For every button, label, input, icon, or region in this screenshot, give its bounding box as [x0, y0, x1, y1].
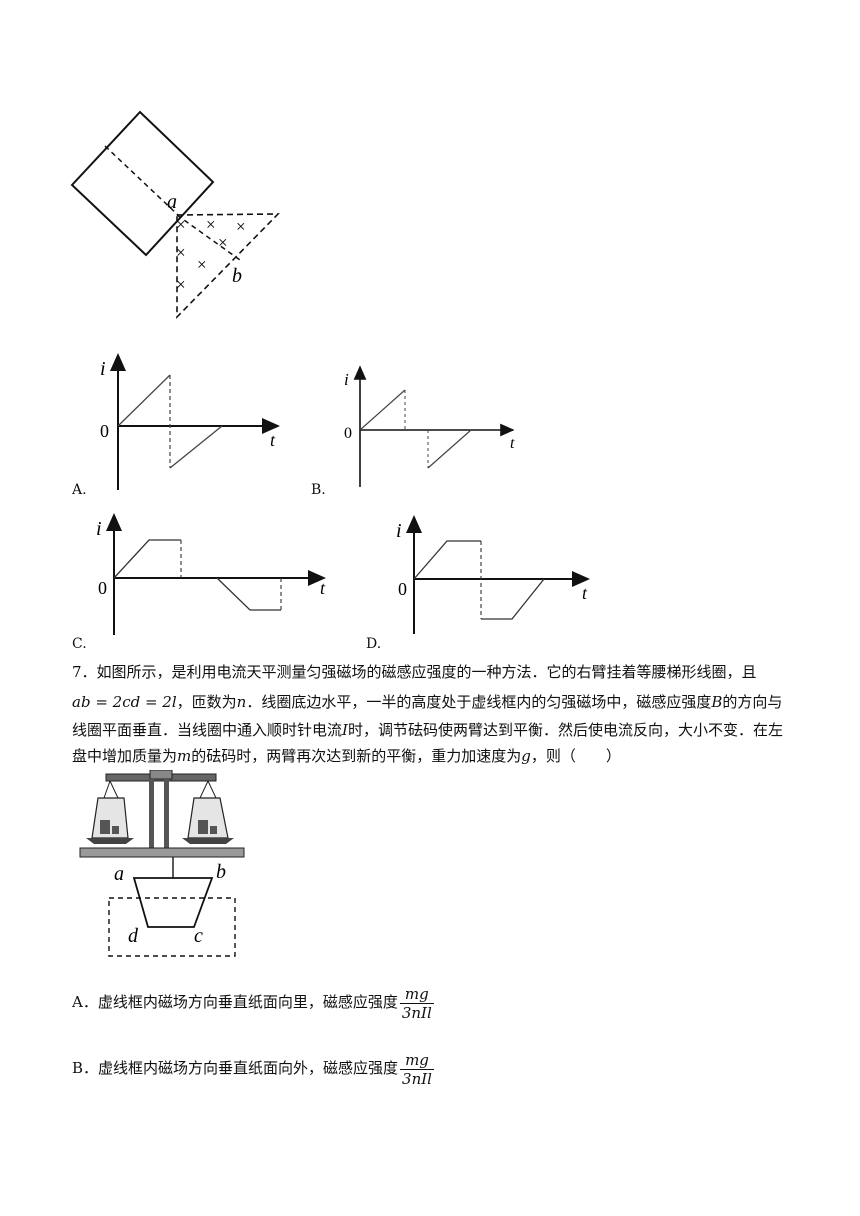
- field-triangle: [176, 213, 280, 319]
- question7-line4: 盘中增加质量为m的砝码时，两臂再次达到新的平衡，重力加速度为g，则（ ）: [72, 746, 792, 766]
- graph-c-origin: 0: [98, 578, 107, 598]
- graph-d-curve: [481, 578, 545, 620]
- loop-dashed-line: [104, 145, 179, 216]
- text-segment: ．线圈底边水平，一半的高度处于虚线框内的匀强磁场中，磁感应强度: [246, 693, 712, 711]
- graph-d-option-label: D.: [366, 636, 382, 652]
- graph-c-option-label: C.: [72, 636, 87, 652]
- text-segment: ，匝数为: [176, 693, 237, 711]
- text-segment: ，则（ ）: [530, 747, 621, 765]
- fraction-numerator: mg: [399, 985, 434, 1004]
- square-loop-figure: × × × × × × × a b: [70, 110, 280, 319]
- current-balance-figure: a b d c: [79, 770, 245, 957]
- graph-d-x-label: t: [582, 583, 588, 603]
- field-cross: ×: [197, 255, 207, 274]
- field-cross: ×: [236, 217, 246, 236]
- balance-hanger: [109, 780, 119, 799]
- graph-d-curve: [413, 540, 481, 580]
- choice-b-text: B．虚线框内磁场方向垂直纸面向外，磁感应强度: [72, 1059, 399, 1077]
- balance-left-weight: [100, 820, 110, 834]
- balance-center-post: [149, 779, 154, 849]
- graph-d-origin: 0: [398, 579, 407, 599]
- graph-b-x-label: t: [510, 435, 515, 452]
- balance-hanger: [199, 780, 209, 799]
- choice-a-text: A．虚线框内磁场方向垂直纸面向里，磁感应强度: [72, 993, 398, 1011]
- field-cross: ×: [176, 275, 186, 294]
- graph-a-curve: [117, 374, 171, 427]
- graph-c: i 0 t: [96, 513, 326, 635]
- balance-center-post: [164, 779, 169, 849]
- math-I: I: [342, 721, 348, 739]
- fraction-numerator: mg: [400, 1051, 434, 1070]
- graph-a-x-label: t: [270, 430, 276, 450]
- math-B: B: [711, 693, 723, 711]
- balance-hanger: [207, 780, 217, 799]
- balance-pointer-head: [149, 770, 173, 780]
- graph-a-y-label: i: [100, 358, 106, 380]
- coil-label-d: d: [128, 925, 139, 947]
- balance-right-pan: [182, 838, 234, 844]
- question7-line3: 线圈平面垂直．当线圈中通入顺时针电流I时，调节砝码使两臂达到平衡．然后使电流反向…: [72, 720, 792, 740]
- graph-c-x-label: t: [320, 578, 326, 598]
- coil-label-b: b: [216, 861, 226, 883]
- balance-right-weight: [210, 826, 217, 834]
- text-segment: 的砝码时，两臂再次达到新的平衡，重力加速度为: [191, 747, 522, 765]
- field-cross: ×: [218, 233, 228, 252]
- graph-b-curve: [359, 389, 406, 431]
- trapezoid-coil: [132, 877, 214, 928]
- graph-a-option-label: A.: [72, 482, 87, 498]
- question7-line2: ab = 2cd = 2l，匝数为n．线圈底边水平，一半的高度处于虚线框内的匀强…: [72, 692, 792, 712]
- fraction-denominator: 3nIl: [401, 1003, 432, 1022]
- question7-line1: 7．如图所示，是利用电流天平测量匀强磁场的磁感应强度的一种方法．它的右臂挂着等腰…: [72, 663, 757, 681]
- graph-a: i 0 t: [100, 353, 280, 490]
- fraction-denominator: 3nIl: [402, 1069, 432, 1088]
- graph-d-y-label: i: [396, 520, 402, 542]
- point-label-a: a: [167, 191, 177, 213]
- graph-a-curve: [169, 425, 223, 469]
- balance-left-weight: [112, 826, 119, 834]
- graph-b-origin: 0: [344, 425, 352, 442]
- graph-c-curve: [216, 577, 281, 611]
- graph-b-option-label: B.: [311, 482, 326, 498]
- point-label-b: b: [232, 265, 242, 287]
- balance-hanger: [103, 780, 111, 799]
- field-inner-dashed: [176, 214, 241, 261]
- text-segment: 线圈平面垂直．当线圈中通入顺时针电流: [72, 721, 343, 739]
- field-cross: ×: [176, 215, 186, 234]
- balance-left-pan: [86, 838, 134, 844]
- field-cross: ×: [176, 243, 186, 262]
- text-segment: 的方向与: [722, 693, 783, 711]
- math-ab-equation: ab = 2cd = 2l: [72, 693, 177, 711]
- graph-b-y-label: i: [344, 370, 349, 389]
- balance-base: [79, 847, 245, 858]
- magnetic-field-region: [108, 897, 236, 957]
- square-loop: [70, 110, 215, 257]
- text-segment: 时，调节砝码使两臂达到平衡．然后使电流反向，大小不变．在左: [347, 721, 783, 739]
- field-cross: ×: [206, 215, 216, 234]
- balance-right-weight: [198, 820, 208, 834]
- math-g: g: [521, 747, 531, 765]
- coil-label-a: a: [114, 863, 124, 885]
- graph-b-curve: [427, 429, 472, 469]
- graph-c-curve: [113, 539, 181, 579]
- coil-label-c: c: [194, 925, 203, 947]
- graph-b: i 0 t: [344, 365, 515, 487]
- graph-a-origin: 0: [100, 421, 109, 441]
- math-m: m: [177, 747, 192, 765]
- math-n: n: [236, 693, 247, 711]
- graph-d: i 0 t: [396, 515, 590, 634]
- text-segment: 盘中增加质量为: [72, 747, 178, 765]
- graph-c-y-label: i: [96, 518, 102, 540]
